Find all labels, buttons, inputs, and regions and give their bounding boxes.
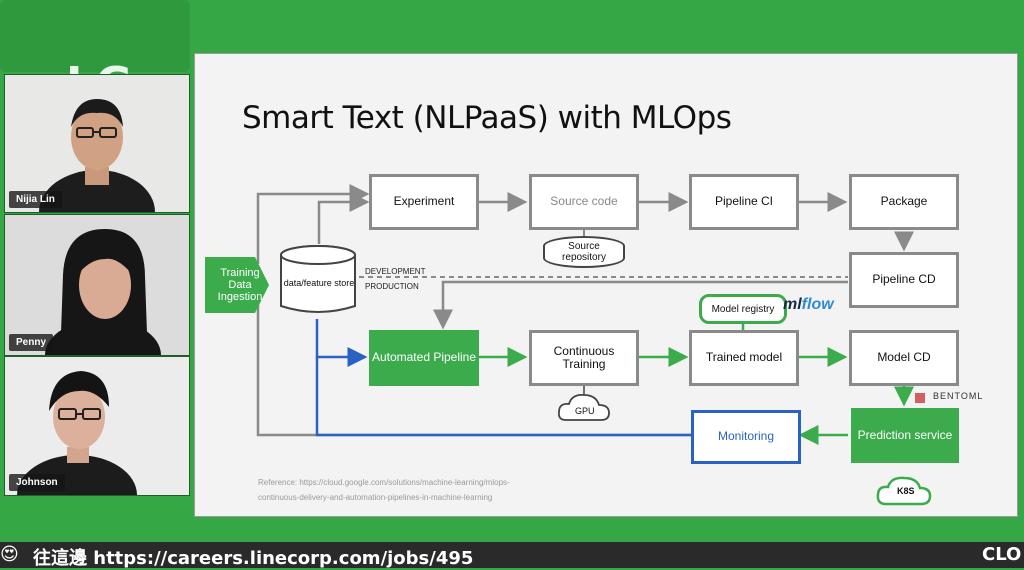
person-icon <box>39 99 155 212</box>
pipeline-cd-node: Pipeline CD <box>849 252 959 308</box>
model-registry-node: Model registry <box>699 294 787 324</box>
prediction-service-node: Prediction service <box>851 408 959 463</box>
background-shape <box>0 0 190 72</box>
slide-title: Smart Text (NLPaaS) with MLOps <box>242 100 732 136</box>
source-repository-node: Source repository <box>543 236 625 268</box>
video-tile-nijia[interactable]: Nijia Lin <box>4 74 190 213</box>
mlflow-logo: mlflow <box>783 296 834 313</box>
experiment-node: Experiment <box>369 174 479 230</box>
production-label: PRODUCTION <box>365 282 419 291</box>
monitoring-node: Monitoring <box>691 410 801 464</box>
training-ingestion-node: Training Data Ingestion <box>217 266 263 304</box>
bottom-banner: 😍 往這邊 https://careers.linecorp.com/jobs/… <box>0 542 1024 569</box>
video-tile-johnson[interactable]: Johnson <box>4 356 190 496</box>
video-tile-penny[interactable]: Penny <box>4 214 190 356</box>
development-label: DEVELOPMENT <box>365 267 426 276</box>
gpu-label: GPU <box>575 406 595 416</box>
package-node: Package <box>849 174 959 230</box>
automated-pipeline-node: Automated Pipeline <box>369 330 479 386</box>
person-icon <box>45 229 161 355</box>
k8s-label: K8S <box>897 486 915 496</box>
reference-text: Reference: https://cloud.google.com/solu… <box>258 478 510 502</box>
continuous-training-node: Continuous Training <box>529 330 639 386</box>
presentation-slide: Smart Text (NLPaaS) with MLOps <box>194 53 1018 517</box>
model-cd-node: Model CD <box>849 330 959 386</box>
feature-store-node: data/feature store <box>283 278 355 289</box>
pipeline-ci-node: Pipeline CI <box>689 174 799 230</box>
bentoml-logo: BENTOML <box>933 391 984 401</box>
trained-model-node: Trained model <box>689 330 799 386</box>
person-icon <box>17 371 137 495</box>
diagram-connectors <box>205 184 932 506</box>
participant-name: Johnson <box>9 474 65 491</box>
cloud-icon <box>876 476 932 506</box>
banner-message[interactable]: 往這邊 https://careers.linecorp.com/jobs/49… <box>33 548 474 569</box>
participant-name: Nijia Lin <box>9 191 62 208</box>
source-code-node: Source code <box>529 174 639 230</box>
banner-right-text: CLO <box>982 544 1022 565</box>
participant-name: Penny <box>9 334 54 351</box>
cloud-icon <box>557 394 610 421</box>
emoji-icon: 😍 <box>0 544 19 565</box>
bentoml-icon <box>915 393 925 403</box>
